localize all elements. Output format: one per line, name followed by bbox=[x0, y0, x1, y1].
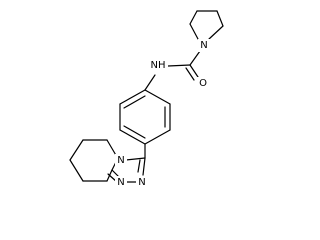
bond-nh-phenyl bbox=[144, 74, 156, 91]
atom-n-triazole-lower-right: N bbox=[138, 177, 145, 188]
pyrrolidine-ring bbox=[189, 10, 224, 40]
label-bg-pyr-n bbox=[198, 39, 210, 52]
phenyl-ring bbox=[119, 89, 171, 145]
atom-labels: N O NH N N N bbox=[115, 39, 210, 189]
atom-nh-amide: NH bbox=[151, 60, 166, 71]
bond-pyr-n-carbonyl-c bbox=[189, 50, 201, 66]
bond-ph-bottomright-bottom bbox=[144, 129, 171, 145]
label-bg-o bbox=[197, 77, 209, 90]
bond-pip-c7-c8 bbox=[69, 159, 84, 182]
bond-carbonyl-c-o-2 bbox=[185, 67, 195, 81]
bond-pyr-c1-c2 bbox=[189, 10, 198, 25]
bond-pip-c8a-ring bbox=[106, 169, 113, 182]
piperidine-fused-ring bbox=[69, 139, 118, 182]
bond-tz-c3-nright-inner bbox=[137, 159, 141, 173]
bond-ph-topleft-top-inner bbox=[123, 95, 146, 109]
atom-n-triazole-lower-left: N bbox=[117, 177, 124, 188]
carbonyl-group bbox=[167, 50, 201, 81]
atom-o-carbonyl: O bbox=[199, 78, 207, 89]
bond-pyr-n-c1 bbox=[189, 23, 199, 40]
bond-ph-bottom-bottomleft-inner bbox=[123, 125, 146, 139]
bond-pyr-c4-n bbox=[208, 25, 224, 40]
atom-n-triazole-bridge: N bbox=[117, 155, 124, 166]
label-bg-n-lower-right bbox=[136, 176, 148, 189]
bond-tz-c3-nright bbox=[142, 157, 146, 176]
bond-ph-top-topright bbox=[144, 89, 171, 105]
nh-phenyl-link bbox=[144, 74, 156, 91]
bond-ph-bottom-bottomleft bbox=[119, 129, 146, 145]
bond-carbonyl-c-nh bbox=[167, 64, 191, 67]
bond-ph-topleft-top bbox=[119, 89, 146, 105]
label-bg-n-lower-left bbox=[115, 176, 127, 189]
bond-tz-c3-nbridge bbox=[125, 157, 146, 161]
label-bg-n-bridge bbox=[115, 154, 127, 167]
bond-carbonyl-c-o-1 bbox=[189, 64, 199, 78]
molecule-diagram: N O NH N N N bbox=[69, 10, 224, 189]
structure-canvas: N O NH N N N bbox=[69, 10, 224, 189]
bond-pip-c6-c7 bbox=[69, 139, 84, 161]
label-bg-nh bbox=[148, 59, 168, 72]
atom-n-pyrrolidine: N bbox=[200, 40, 207, 51]
bond-pyr-c3-c4 bbox=[216, 10, 224, 27]
